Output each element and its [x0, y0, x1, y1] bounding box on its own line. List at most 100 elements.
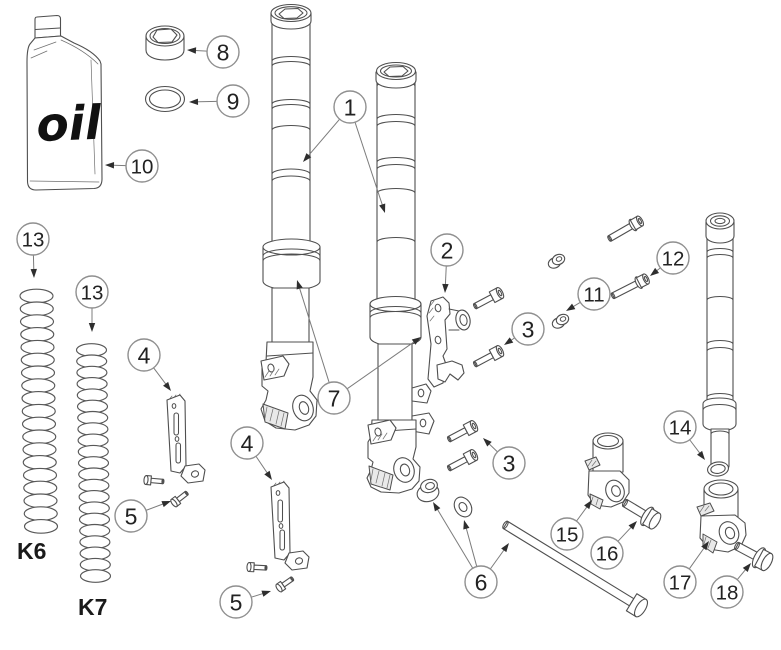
arrowhead	[483, 438, 492, 447]
callout-17[interactable]: 17	[663, 565, 697, 599]
callout-circle[interactable]	[333, 90, 367, 124]
callout-circle[interactable]	[75, 275, 109, 309]
callout-number: 6	[475, 569, 488, 595]
arrowhead	[30, 268, 37, 278]
callout-4-upper[interactable]: 4	[127, 338, 161, 372]
callout-number: 4	[138, 342, 151, 368]
arrowhead	[303, 153, 312, 162]
arrowhead	[697, 450, 705, 460]
callout-6[interactable]: 6	[464, 565, 498, 599]
callout-15[interactable]: 15	[550, 517, 584, 551]
callout-3-lower[interactable]: 3	[492, 446, 526, 480]
callout-circle[interactable]	[550, 517, 584, 551]
nut-part-11	[551, 313, 570, 329]
callout-number: 15	[556, 523, 579, 546]
callout-circle[interactable]	[216, 84, 250, 118]
callout-14[interactable]: 14	[663, 410, 697, 444]
callout-circle[interactable]	[710, 575, 744, 609]
leader-line	[434, 505, 474, 569]
hex-head	[383, 65, 409, 78]
leader-line	[354, 122, 385, 210]
callout-12[interactable]: 12	[656, 241, 690, 275]
bolt-part-18	[733, 541, 774, 572]
inner-tube-right	[702, 212, 737, 472]
bolt-part-16	[621, 498, 662, 530]
callout-number: 16	[596, 542, 619, 565]
callout-number: 14	[669, 416, 692, 439]
arrowhead	[161, 501, 171, 508]
callout-circle[interactable]	[219, 585, 253, 619]
callout-circle[interactable]	[230, 426, 264, 460]
hex-head	[278, 7, 304, 20]
callout-9[interactable]: 9	[216, 84, 250, 118]
arrowhead	[163, 381, 171, 391]
callout-circle[interactable]	[464, 565, 498, 599]
callout-7[interactable]: 7	[317, 381, 351, 415]
spring-k7	[75, 343, 112, 583]
callout-circle[interactable]	[16, 222, 50, 256]
callout-10[interactable]: 10	[125, 149, 159, 183]
callout-number: 3	[503, 450, 516, 476]
arrowhead	[411, 337, 421, 345]
callout-circle[interactable]	[114, 499, 148, 533]
callout-circle[interactable]	[492, 446, 526, 480]
callout-1[interactable]: 1	[333, 90, 367, 124]
callout-number: 5	[230, 589, 243, 615]
callout-18[interactable]: 18	[710, 575, 744, 609]
arrowhead	[501, 543, 509, 553]
callout-circle[interactable]	[127, 338, 161, 372]
arrowhead	[88, 323, 96, 332]
arrowhead	[628, 521, 637, 530]
callout-8[interactable]: 8	[206, 35, 240, 69]
bolt-part-3	[473, 287, 505, 310]
bolt-part-3	[447, 420, 479, 443]
callout-circle[interactable]	[590, 536, 624, 570]
bolt-part-12	[607, 215, 645, 242]
caliper-bracket-part-2	[426, 296, 471, 388]
callout-5-upper[interactable]: 5	[114, 499, 148, 533]
arrowhead	[264, 470, 272, 480]
callout-11[interactable]: 11	[577, 277, 611, 311]
oil-bottle-body	[26, 35, 103, 191]
arrowhead	[105, 162, 115, 169]
screw-part-5	[275, 576, 295, 593]
hex-head	[152, 28, 178, 44]
callout-circle[interactable]	[577, 277, 611, 311]
hardware-group	[143, 215, 774, 618]
callout-circle[interactable]	[663, 565, 697, 599]
callout-circle[interactable]	[656, 241, 690, 275]
arrowhead	[296, 280, 303, 290]
fork-leg-right	[366, 61, 435, 494]
nut-part-11	[547, 253, 566, 269]
callout-number: 18	[716, 581, 739, 604]
callout-circle[interactable]	[317, 381, 351, 415]
leader-line	[688, 543, 708, 570]
callout-circle[interactable]	[206, 35, 240, 69]
callout-13-k6[interactable]: 13	[16, 222, 50, 256]
callout-number: 17	[669, 571, 692, 594]
callout-2[interactable]: 2	[430, 233, 464, 267]
callout-number: 3	[522, 316, 535, 342]
callout-5-lower[interactable]: 5	[219, 585, 253, 619]
callout-16[interactable]: 16	[590, 536, 624, 570]
callout-13-k7[interactable]: 13	[75, 275, 109, 309]
callout-number: 11	[583, 283, 604, 306]
oil-bottle-cap	[34, 14, 62, 39]
callout-number: 12	[662, 247, 685, 270]
arrowhead	[584, 500, 592, 510]
arrowhead	[701, 541, 709, 551]
arrowhead	[433, 502, 441, 512]
callout-number: 1	[344, 94, 357, 120]
bolt-part-3	[447, 449, 479, 472]
callout-4-lower[interactable]: 4	[230, 426, 264, 460]
fender-bracket-upper	[166, 393, 206, 484]
callout-3-upper[interactable]: 3	[511, 312, 545, 346]
callout-circle[interactable]	[430, 233, 464, 267]
o-ring-part-14	[707, 461, 729, 477]
arrowhead	[187, 47, 197, 54]
callout-circle[interactable]	[511, 312, 545, 346]
callout-circle[interactable]	[663, 410, 697, 444]
callout-circle[interactable]	[125, 149, 159, 183]
